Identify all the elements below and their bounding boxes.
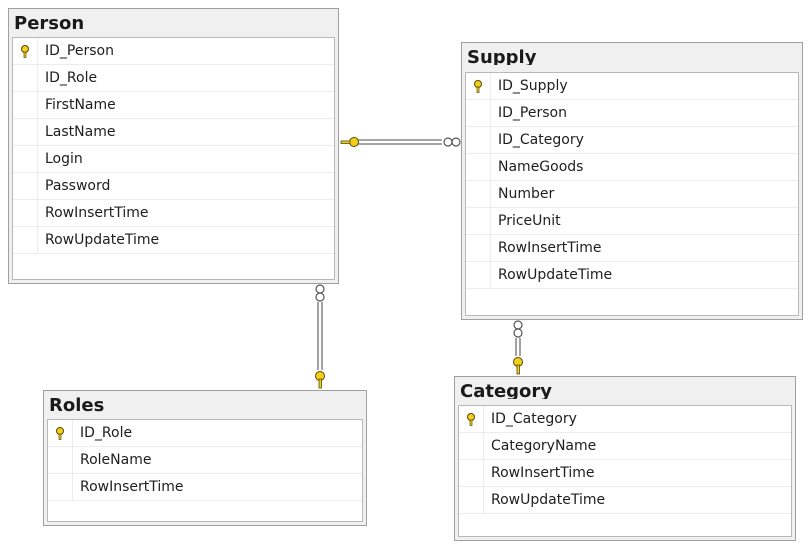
column-name: ID_Person xyxy=(45,43,114,59)
row-selector[interactable] xyxy=(13,200,38,226)
column-name: ID_Role xyxy=(80,425,133,441)
column-name: LastName xyxy=(45,124,116,140)
column-row[interactable]: ID_Role xyxy=(13,65,334,92)
key-icon xyxy=(56,427,64,440)
key-icon xyxy=(513,357,523,375)
column-name: PriceUnit xyxy=(498,213,561,229)
column-name: FirstName xyxy=(45,97,116,113)
column-name: RowUpdateTime xyxy=(45,232,160,248)
key-icon xyxy=(474,80,482,93)
column-name: RowUpdateTime xyxy=(498,267,613,283)
table-title: Person xyxy=(14,13,85,31)
row-selector[interactable] xyxy=(13,173,38,199)
relationship-person-supply xyxy=(340,137,461,147)
row-selector[interactable] xyxy=(459,433,484,459)
column-row[interactable]: ID_Supply xyxy=(466,73,798,100)
column-row[interactable]: RoleName xyxy=(48,447,362,474)
column-name: Password xyxy=(45,178,111,194)
column-row[interactable]: Login xyxy=(13,146,334,173)
row-selector[interactable] xyxy=(466,100,491,126)
column-row[interactable]: ID_Person xyxy=(466,100,798,127)
column-name: RowUpdateTime xyxy=(491,492,606,508)
key-icon xyxy=(21,45,29,58)
column-name: RoleName xyxy=(80,452,152,468)
row-selector[interactable] xyxy=(459,406,484,432)
column-name: ID_Person xyxy=(498,105,567,121)
column-name: ID_Category xyxy=(491,411,577,427)
row-selector[interactable] xyxy=(466,262,491,288)
column-row[interactable]: ID_Role xyxy=(48,420,362,447)
key-icon xyxy=(340,137,359,147)
row-selector[interactable] xyxy=(459,460,484,486)
column-row[interactable]: RowInsertTime xyxy=(48,474,362,501)
column-row[interactable]: NameGoods xyxy=(466,154,798,181)
row-selector[interactable] xyxy=(48,474,73,500)
column-name: RowInsertTime xyxy=(491,465,595,481)
column-row[interactable]: RowInsertTime xyxy=(13,200,334,227)
column-name: Login xyxy=(45,151,83,167)
column-row[interactable]: RowUpdateTime xyxy=(13,227,334,254)
infinity-icon xyxy=(443,137,461,147)
row-selector[interactable] xyxy=(13,92,38,118)
row-selector[interactable] xyxy=(13,227,38,253)
column-name: ID_Category xyxy=(498,132,584,148)
column-name: Number xyxy=(498,186,555,202)
row-selector[interactable] xyxy=(466,235,491,261)
relationship-roles-person xyxy=(315,284,325,389)
column-name: RowInsertTime xyxy=(498,240,602,256)
table-title: Supply xyxy=(467,47,537,65)
column-name: RowInsertTime xyxy=(45,205,149,221)
row-selector[interactable] xyxy=(466,127,491,153)
column-row[interactable]: CategoryName xyxy=(459,433,791,460)
infinity-icon xyxy=(315,284,325,302)
relationship-category-supply xyxy=(513,320,523,375)
column-row[interactable]: RowInsertTime xyxy=(459,460,791,487)
row-selector[interactable] xyxy=(48,420,73,446)
infinity-icon xyxy=(513,320,523,338)
column-name: ID_Supply xyxy=(498,78,568,94)
key-icon xyxy=(315,371,325,389)
column-name: CategoryName xyxy=(491,438,597,454)
column-row[interactable]: Password xyxy=(13,173,334,200)
table-title: Category xyxy=(460,381,553,399)
column-name: RowInsertTime xyxy=(80,479,184,495)
row-selector[interactable] xyxy=(466,154,491,180)
column-row[interactable]: PriceUnit xyxy=(466,208,798,235)
column-row[interactable]: RowUpdateTime xyxy=(459,487,791,514)
row-selector[interactable] xyxy=(48,447,73,473)
column-row[interactable]: Number xyxy=(466,181,798,208)
column-row[interactable]: FirstName xyxy=(13,92,334,119)
row-selector[interactable] xyxy=(13,146,38,172)
row-selector[interactable] xyxy=(459,487,484,513)
row-selector[interactable] xyxy=(13,119,38,145)
column-name: NameGoods xyxy=(498,159,584,175)
column-row[interactable]: ID_Category xyxy=(466,127,798,154)
row-selector[interactable] xyxy=(13,65,38,91)
row-selector[interactable] xyxy=(466,208,491,234)
column-row[interactable]: RowInsertTime xyxy=(466,235,798,262)
table-title: Roles xyxy=(49,395,105,413)
key-icon xyxy=(467,413,475,426)
column-row[interactable]: LastName xyxy=(13,119,334,146)
column-row[interactable]: RowUpdateTime xyxy=(466,262,798,289)
column-row[interactable]: ID_Person xyxy=(13,38,334,65)
column-row[interactable]: ID_Category xyxy=(459,406,791,433)
row-selector[interactable] xyxy=(466,181,491,207)
row-selector[interactable] xyxy=(466,73,491,99)
row-selector[interactable] xyxy=(13,38,38,64)
column-name: ID_Role xyxy=(45,70,98,86)
